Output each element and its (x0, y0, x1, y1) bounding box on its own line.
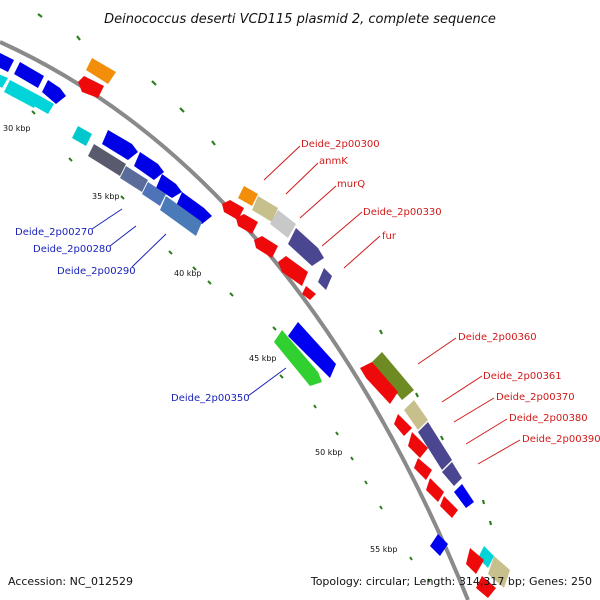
gene-arrow[interactable] (372, 352, 414, 400)
gene-arrow[interactable] (418, 422, 452, 470)
gene-arrow[interactable] (478, 546, 494, 568)
gene-arrow[interactable] (160, 196, 202, 236)
gene-label[interactable]: Deide_2p00390 (522, 434, 600, 445)
gene-arrow[interactable] (440, 496, 458, 518)
backbone-ring (0, 40, 470, 600)
gene-arrow[interactable] (466, 548, 484, 574)
gene-arrow[interactable] (488, 556, 510, 588)
gene-arrow[interactable] (142, 182, 166, 206)
gene-arrow[interactable] (476, 576, 496, 598)
accession-text: Accession: NC_012529 (8, 575, 133, 588)
gene-label[interactable]: Deide_2p00380 (509, 413, 588, 424)
gene-label[interactable]: Deide_2p00350 (171, 393, 250, 404)
tick-label: 55 kbp (370, 545, 398, 554)
inner-tick-ring (31, 110, 431, 583)
gene-arrow[interactable] (278, 256, 308, 286)
gene-label[interactable]: murQ (337, 179, 365, 190)
gene-arrow[interactable] (394, 414, 412, 436)
gene-arrow[interactable] (42, 80, 66, 104)
map-title: Deinococcus deserti VCD115 plasmid 2, co… (104, 12, 496, 27)
outer-tick-ring (37, 13, 493, 526)
gene-arrow[interactable] (414, 458, 432, 480)
gene-arrow[interactable] (302, 286, 316, 300)
gene-arrow[interactable] (0, 72, 8, 88)
gene-arrow[interactable] (120, 166, 148, 192)
gene-label[interactable]: fur (382, 231, 397, 242)
gene-arrow[interactable] (34, 96, 54, 114)
gene-arrow[interactable] (88, 144, 126, 176)
reverse-gene-labels: Deide_2p00300 anmK murQ Deide_2p00330 fu… (301, 139, 600, 445)
kbp-tick-labels: 30 kbp 35 kbp 40 kbp 45 kbp 50 kbp 55 kb… (3, 124, 398, 554)
gene-label[interactable]: Deide_2p00290 (57, 266, 136, 277)
gene-arrow[interactable] (254, 236, 278, 258)
gene-arrow[interactable] (408, 432, 428, 458)
tick-label: 45 kbp (249, 354, 277, 363)
gene-arrow[interactable] (442, 462, 462, 486)
gene-arrow[interactable] (454, 484, 474, 508)
forward-gene-labels: Deide_2p00270 Deide_2p00280 Deide_2p0029… (15, 227, 250, 404)
gene-arrow[interactable] (14, 62, 44, 88)
tick-label: 35 kbp (92, 192, 120, 201)
gene-arrow[interactable] (360, 362, 398, 404)
gene-arrow[interactable] (288, 228, 324, 266)
gene-arrow[interactable] (102, 130, 138, 160)
gene-arrow[interactable] (4, 80, 40, 108)
gene-arrow[interactable] (318, 268, 332, 290)
tick-label: 40 kbp (174, 269, 202, 278)
gene-arrow[interactable] (426, 478, 444, 502)
tick-label: 50 kbp (315, 448, 343, 457)
gene-arrow[interactable] (270, 210, 296, 238)
reverse-strand-genes (78, 76, 496, 598)
tick-label: 30 kbp (3, 124, 31, 133)
gene-arrow[interactable] (134, 152, 164, 180)
gene-arrow[interactable] (86, 58, 116, 84)
gene-label[interactable]: Deide_2p00280 (33, 244, 112, 255)
gene-label[interactable]: Deide_2p00360 (458, 332, 537, 343)
gene-arrow[interactable] (288, 322, 336, 378)
gene-arrow[interactable] (222, 200, 244, 220)
forward-strand-genes (0, 52, 510, 588)
gene-arrow[interactable] (430, 534, 448, 556)
label-leader-lines (91, 145, 521, 465)
topology-summary: Topology: circular; Length: 314,317 bp; … (310, 575, 592, 588)
gene-arrow[interactable] (404, 400, 428, 430)
gene-label[interactable]: Deide_2p00330 (363, 207, 442, 218)
gene-arrow[interactable] (274, 330, 322, 386)
gene-arrow[interactable] (176, 192, 212, 224)
gene-arrow[interactable] (78, 76, 104, 98)
gene-label[interactable]: Deide_2p00300 (301, 139, 380, 150)
gene-arrow[interactable] (0, 52, 14, 72)
gene-label[interactable]: Deide_2p00270 (15, 227, 94, 238)
gene-arrow[interactable] (252, 196, 278, 222)
gene-label[interactable]: Deide_2p00370 (496, 392, 575, 403)
gene-arrow[interactable] (236, 214, 258, 234)
gene-label[interactable]: Deide_2p00361 (483, 371, 562, 382)
gene-arrow[interactable] (238, 186, 258, 206)
gene-arrow[interactable] (72, 126, 92, 146)
gene-label[interactable]: anmK (319, 156, 348, 167)
